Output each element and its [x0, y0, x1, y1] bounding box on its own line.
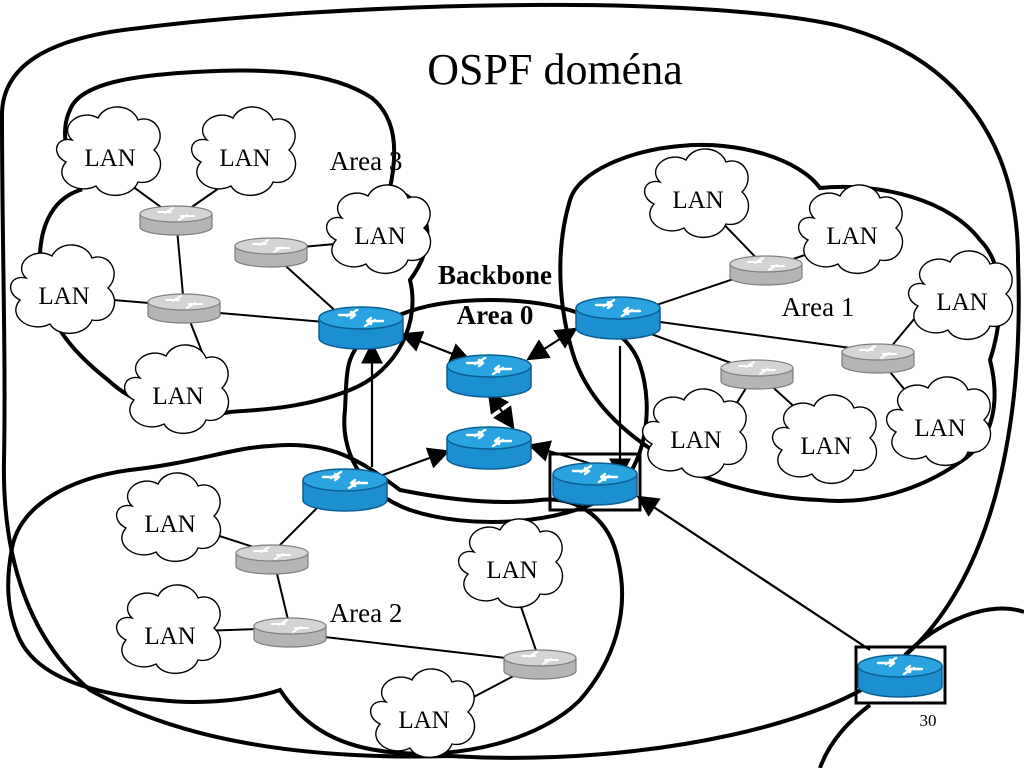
- backbone-label: Backbone: [438, 260, 552, 290]
- lan-label: LAN: [914, 415, 965, 442]
- lan-label: LAN: [398, 707, 449, 734]
- router-icon: [234, 237, 308, 268]
- router-icon: [139, 205, 213, 236]
- area-1-label: Area 1: [782, 292, 855, 322]
- lan-cloud: LAN: [797, 184, 904, 275]
- router-icon: [574, 295, 662, 341]
- lan-label: LAN: [84, 145, 135, 172]
- lan-cloud: LAN: [885, 376, 992, 467]
- router-icon: [841, 343, 915, 374]
- area-3-label: Area 3: [330, 146, 403, 176]
- lan-label: LAN: [672, 187, 723, 214]
- lan-label: LAN: [936, 289, 987, 316]
- lan-label: LAN: [38, 283, 89, 310]
- slide-title: OSPF doména: [427, 45, 682, 94]
- external-router-highlight-box: [854, 645, 947, 705]
- area-1-boundary: [558, 143, 1002, 503]
- router-icon: [253, 617, 327, 648]
- lan-cloud: LAN: [643, 148, 750, 239]
- router-icon: [147, 293, 221, 324]
- router-icon: [301, 467, 389, 513]
- router-icon: [445, 353, 533, 399]
- lan-cloud: LAN: [325, 184, 432, 275]
- lan-cloud: LAN: [55, 106, 162, 197]
- lan-cloud: LAN: [115, 472, 222, 563]
- page-number: 30: [920, 711, 937, 730]
- lan-label: LAN: [144, 511, 195, 538]
- area-2-label: Area 2: [330, 598, 403, 628]
- lan-cloud: LAN: [369, 668, 476, 759]
- lan-cloud: LAN: [115, 584, 222, 675]
- lan-label: LAN: [800, 433, 851, 460]
- router-icon: [720, 359, 794, 390]
- router-icon: [729, 255, 803, 286]
- lan-label: LAN: [486, 557, 537, 584]
- lan-label: LAN: [826, 223, 877, 250]
- area-2-boundary: [6, 443, 625, 756]
- router-icon: [551, 461, 639, 507]
- lan-cloud: LAN: [641, 388, 748, 479]
- lan-cloud: LAN: [457, 518, 564, 609]
- lan-clouds: LAN LAN LAN LAN LAN LAN LAN LAN LAN LAN …: [9, 106, 1014, 759]
- asbr-highlight-box: [548, 452, 642, 512]
- lan-cloud: LAN: [907, 250, 1014, 341]
- lan-label: LAN: [354, 223, 405, 250]
- area-0-label: Area 0: [457, 300, 534, 330]
- lan-label: LAN: [152, 383, 203, 410]
- router-icon: [503, 649, 577, 680]
- external-domain-boundary: [818, 606, 1024, 768]
- router-icon: [445, 425, 533, 471]
- lan-cloud: LAN: [771, 394, 878, 485]
- backbone-routers: [301, 295, 947, 705]
- router-icon: [317, 305, 405, 351]
- lan-cloud: LAN: [123, 344, 230, 435]
- router-icon: [856, 653, 944, 699]
- lan-label: LAN: [670, 427, 721, 454]
- lan-label: LAN: [144, 623, 195, 650]
- router-icon: [235, 544, 309, 575]
- lan-cloud: LAN: [9, 244, 116, 335]
- lan-cloud: LAN: [190, 106, 297, 197]
- lan-label: LAN: [219, 145, 270, 172]
